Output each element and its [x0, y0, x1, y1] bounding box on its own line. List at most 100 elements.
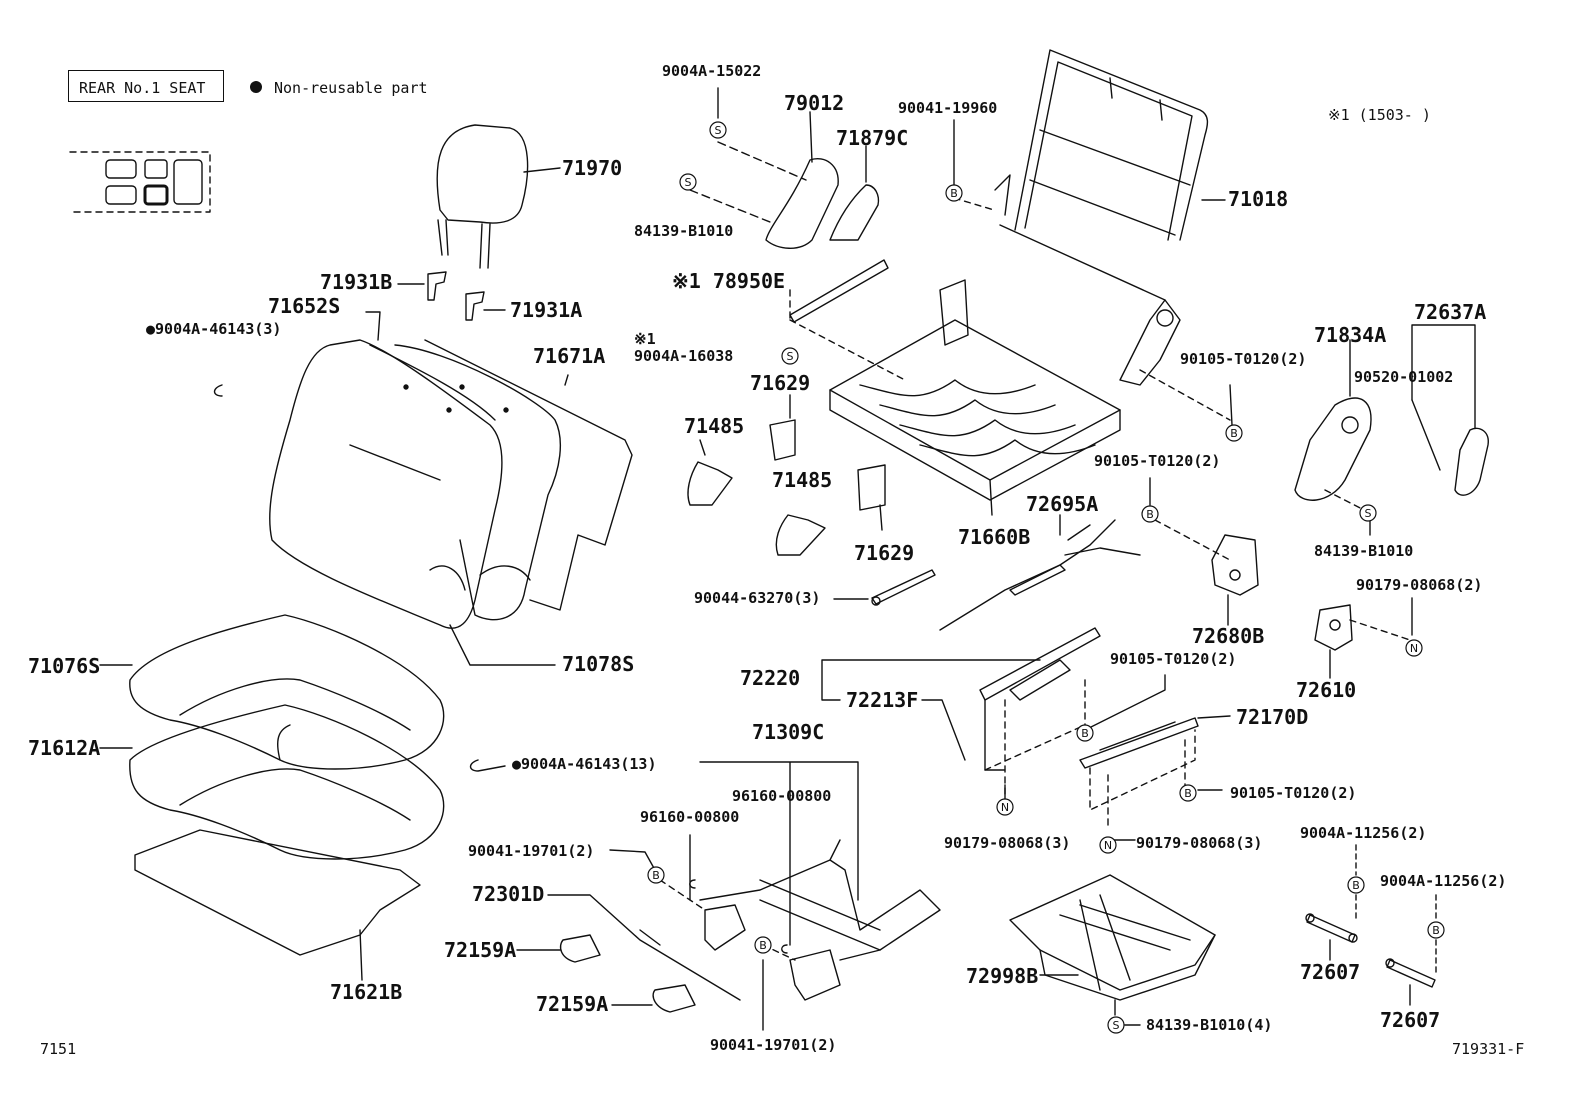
- links-72607-drawing: [1305, 844, 1437, 1006]
- svg-text:B: B: [1230, 427, 1238, 440]
- svg-text:S: S: [1113, 1019, 1120, 1032]
- part-label: 71621B: [330, 980, 403, 1004]
- part-label: ●9004A-46143(13): [512, 755, 657, 773]
- svg-text:S: S: [787, 350, 794, 363]
- fastener-marker-s-icon: S: [709, 121, 727, 139]
- headrest-drawing: [436, 124, 561, 269]
- fastener-marker-n-icon: N: [1099, 836, 1117, 854]
- part-label: 71629: [750, 371, 811, 395]
- part-label: 72607: [1380, 1008, 1441, 1032]
- seatback-frame-drawing: [953, 49, 1231, 421]
- part-label: 90041-19701(2): [468, 842, 595, 860]
- part-label: 90105-T0120(2): [1110, 650, 1237, 668]
- svg-text:B: B: [652, 869, 660, 882]
- svg-text:B: B: [1432, 924, 1440, 937]
- part-label: 90041-19960: [898, 99, 998, 117]
- part-label: 71485: [684, 414, 745, 438]
- seat-frame-drawing: [829, 279, 1121, 516]
- svg-text:B: B: [1146, 508, 1154, 521]
- part-label: 71309C: [752, 720, 825, 744]
- fastener-marker-b-icon: B: [1225, 424, 1243, 442]
- trim-covers-drawing: [689, 87, 880, 249]
- svg-text:S: S: [685, 176, 692, 189]
- svg-text:N: N: [1001, 801, 1009, 814]
- part-label: 71018: [1228, 187, 1289, 211]
- fastener-marker-b-icon: B: [1179, 784, 1197, 802]
- latch-72680b-drawing: [1154, 519, 1259, 626]
- leader-lines: [1004, 384, 1371, 1026]
- recliner-covers-drawing: [1294, 324, 1489, 513]
- part-label: 90179-08068(2): [1356, 576, 1483, 594]
- part-label: 90179-08068(3): [944, 834, 1071, 852]
- tray-72998b-drawing: [1009, 874, 1216, 1016]
- part-label: 71485: [772, 468, 833, 492]
- part-label: 90105-T0120(2): [1094, 452, 1221, 470]
- svg-text:B: B: [759, 939, 767, 952]
- cable-72301d-drawing: [516, 894, 741, 1013]
- part-label: 72637A: [1414, 300, 1487, 324]
- part-label: 71970: [562, 156, 623, 180]
- part-label: 71078S: [562, 652, 635, 676]
- svg-text:N: N: [1410, 642, 1418, 655]
- fastener-marker-b-icon: B: [1427, 921, 1445, 939]
- bracket-72610-drawing: [1314, 597, 1413, 679]
- part-label: 71612A: [28, 736, 101, 760]
- part-label: 72170D: [1236, 705, 1309, 729]
- svg-text:N: N: [1104, 839, 1112, 852]
- part-label: 72301D: [472, 882, 545, 906]
- part-label: 71660B: [958, 525, 1031, 549]
- seatback-drawing: [269, 311, 633, 666]
- part-label: 9004A-15022: [662, 62, 762, 80]
- fastener-marker-s-icon: S: [679, 173, 697, 191]
- part-label: 79012: [784, 91, 845, 115]
- part-label: 84139-B1010(4): [1146, 1016, 1273, 1034]
- fastener-marker-s-icon: S: [1107, 1016, 1125, 1034]
- cable-72695a-drawing: [939, 514, 1141, 631]
- part-label: 71879C: [836, 126, 909, 150]
- hog-ring-drawing: [213, 384, 506, 772]
- part-label: 72159A: [444, 938, 517, 962]
- part-label: 71652S: [268, 294, 341, 318]
- part-label: 84139-B1010: [1314, 542, 1414, 560]
- fastener-marker-b-icon: B: [1076, 724, 1094, 742]
- part-label: 72213F: [846, 688, 919, 712]
- fastener-marker-b-icon: B: [1141, 505, 1159, 523]
- part-label: 9004A-11256(2): [1300, 824, 1427, 842]
- fastener-marker-n-icon: N: [1405, 639, 1423, 657]
- fastener-marker-b-icon: B: [647, 866, 665, 884]
- base-71309c-drawing: [609, 761, 941, 1031]
- part-label: 72220: [740, 666, 801, 690]
- fastener-marker-b-icon: B: [1347, 876, 1365, 894]
- cushion-drawing: [99, 614, 445, 981]
- fastener-marker-b-icon: B: [754, 936, 772, 954]
- part-label: ※1: [634, 330, 656, 348]
- part-label: 72695A: [1026, 492, 1099, 516]
- production-note: ※1 (1503- ): [1328, 106, 1431, 124]
- svg-text:B: B: [1081, 727, 1089, 740]
- fastener-marker-s-icon: S: [1359, 504, 1377, 522]
- part-label: 71834A: [1314, 323, 1387, 347]
- part-label: 71931B: [320, 270, 393, 294]
- part-label: 90520-01002: [1354, 368, 1454, 386]
- part-label: 9004A-11256(2): [1380, 872, 1507, 890]
- fastener-marker-b-icon: B: [945, 184, 963, 202]
- part-label: 90105-T0120(2): [1230, 784, 1357, 802]
- svg-text:S: S: [1365, 507, 1372, 520]
- diagram-code-left: 7151: [40, 1040, 77, 1058]
- small-covers-drawing: [687, 394, 886, 556]
- rail-72220-drawing: [821, 627, 1166, 801]
- part-label: 72607: [1300, 960, 1361, 984]
- svg-text:B: B: [1184, 787, 1192, 800]
- part-label: 72610: [1296, 678, 1357, 702]
- part-label: 71931A: [510, 298, 583, 322]
- cable-tie-drawing: [833, 569, 936, 606]
- nonreusable-dot-icon: [250, 81, 262, 93]
- part-label: 72680B: [1192, 624, 1265, 648]
- part-label: 72998B: [966, 964, 1039, 988]
- fastener-marker-n-icon: N: [996, 798, 1014, 816]
- part-label: 71671A: [533, 344, 606, 368]
- part-label: 9004A-16038: [634, 347, 734, 365]
- part-label: ※1 78950E: [672, 269, 786, 293]
